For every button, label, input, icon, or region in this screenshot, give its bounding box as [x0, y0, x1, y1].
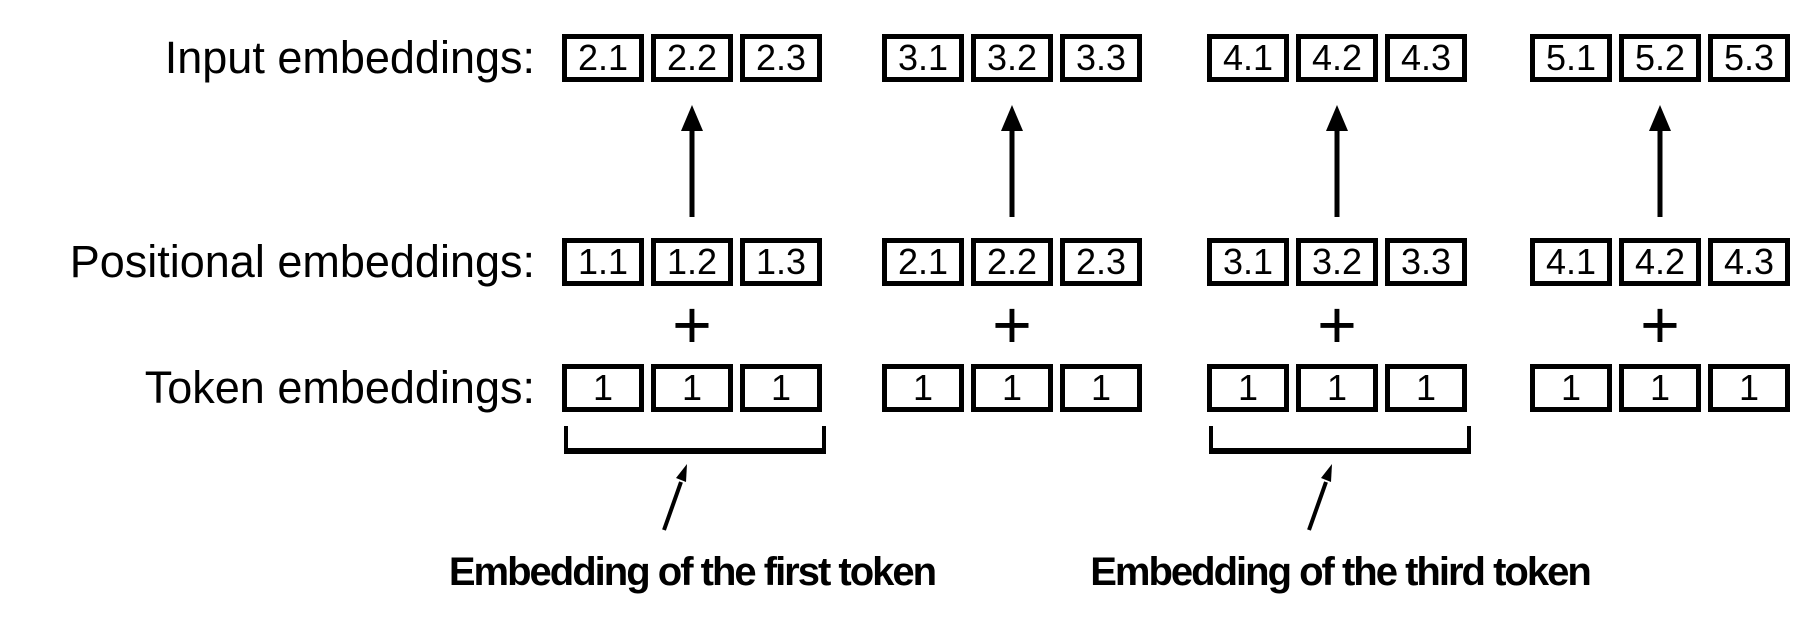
positional-embedding-vector-1: 1.1 1.2 1.3: [562, 238, 822, 286]
embedding-cell: 3.1: [1207, 238, 1289, 286]
plus-operator: +: [672, 287, 712, 363]
up-arrow-icon: [1649, 105, 1671, 217]
embedding-cell: 4.1: [1530, 238, 1612, 286]
input-embedding-vector-4: 5.1 5.2 5.3: [1530, 34, 1790, 82]
embedding-cell: 1.2: [651, 238, 733, 286]
embedding-cell: 1.1: [562, 238, 644, 286]
embedding-cell: 1: [882, 364, 964, 412]
embedding-cell: 1: [971, 364, 1053, 412]
input-embedding-vector-3: 4.1 4.2 4.3: [1207, 34, 1467, 82]
up-arrow-icon: [681, 105, 703, 217]
embedding-cell: 2.1: [562, 34, 644, 82]
group-bracket: [1209, 426, 1471, 454]
embedding-cell: 2.2: [971, 238, 1053, 286]
embedding-cell: 1: [740, 364, 822, 412]
row-label-token-embeddings: Token embeddings:: [144, 362, 535, 413]
embedding-cell: 3.3: [1060, 34, 1142, 82]
group-bracket: [564, 426, 826, 454]
caption-first-token: Embedding of the first token: [448, 550, 937, 594]
up-arrow-icon: [1001, 105, 1023, 217]
embedding-cell: 2.3: [740, 34, 822, 82]
embedding-cell: 5.1: [1530, 34, 1612, 82]
embedding-cell: 3.1: [882, 34, 964, 82]
embedding-cell: 5.3: [1708, 34, 1790, 82]
input-embedding-vector-1: 2.1 2.2 2.3: [562, 34, 822, 82]
embedding-cell: 4.2: [1619, 238, 1701, 286]
embedding-cell: 2.2: [651, 34, 733, 82]
embedding-cell: 4.2: [1296, 34, 1378, 82]
embedding-cell: 1: [1619, 364, 1701, 412]
embedding-cell: 1: [1708, 364, 1790, 412]
embedding-cell: 1: [1385, 364, 1467, 412]
caption-third-token: Embedding of the third token: [1090, 550, 1592, 594]
token-embedding-vector-4: 1 1 1: [1530, 364, 1790, 412]
embedding-cell: 5.2: [1619, 34, 1701, 82]
up-arrow-icon: [1326, 105, 1348, 217]
embedding-cell: 1: [1296, 364, 1378, 412]
positional-embedding-vector-2: 2.1 2.2 2.3: [882, 238, 1142, 286]
row-label-positional-embeddings: Positional embeddings:: [69, 236, 535, 287]
row-label-input-embeddings: Input embeddings:: [164, 32, 535, 83]
token-embedding-vector-2: 1 1 1: [882, 364, 1142, 412]
positional-embedding-vector-3: 3.1 3.2 3.3: [1207, 238, 1467, 286]
embedding-cell: 3.3: [1385, 238, 1467, 286]
positional-embedding-vector-4: 4.1 4.2 4.3: [1530, 238, 1790, 286]
embedding-cell: 3.2: [1296, 238, 1378, 286]
plus-operator: +: [1317, 287, 1357, 363]
embedding-cell: 2.1: [882, 238, 964, 286]
embedding-cell: 2.3: [1060, 238, 1142, 286]
pointer-arrow-icon: [1307, 464, 1332, 531]
embedding-cell: 1.3: [740, 238, 822, 286]
embedding-cell: 4.1: [1207, 34, 1289, 82]
embedding-cell: 4.3: [1385, 34, 1467, 82]
embedding-cell: 3.2: [971, 34, 1053, 82]
embedding-cell: 1: [1207, 364, 1289, 412]
token-embedding-vector-1: 1 1 1: [562, 364, 822, 412]
embedding-cell: 4.3: [1708, 238, 1790, 286]
embedding-cell: 1: [562, 364, 644, 412]
plus-operator: +: [1640, 287, 1680, 363]
input-embedding-vector-2: 3.1 3.2 3.3: [882, 34, 1142, 82]
embedding-cell: 1: [651, 364, 733, 412]
embedding-cell: 1: [1060, 364, 1142, 412]
pointer-arrow-icon: [662, 464, 687, 531]
token-embedding-vector-3: 1 1 1: [1207, 364, 1467, 412]
embedding-cell: 1: [1530, 364, 1612, 412]
plus-operator: +: [992, 287, 1032, 363]
